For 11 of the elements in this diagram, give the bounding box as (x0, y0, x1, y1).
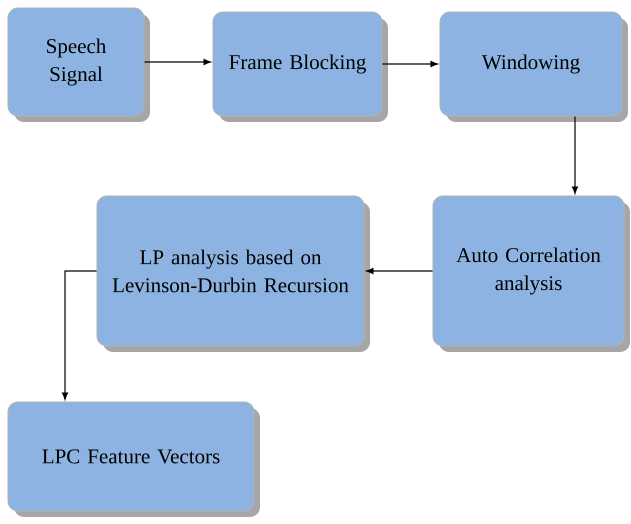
process-box: Auto Correlation analysis (432, 196, 630, 352)
arrow (382, 60, 438, 68)
arrow (572, 116, 578, 194)
process-box: LPC Feature Vectors (8, 402, 260, 517)
process-box: Speech Signal (8, 8, 150, 122)
process-box: Frame Blocking (212, 12, 388, 122)
process-box: LP analysis based on Levinson-Durbin Recursion (96, 196, 370, 352)
arrow (144, 58, 211, 66)
arrow (366, 268, 432, 274)
process-box: Windowing (440, 12, 628, 122)
arrow (62, 270, 96, 400)
